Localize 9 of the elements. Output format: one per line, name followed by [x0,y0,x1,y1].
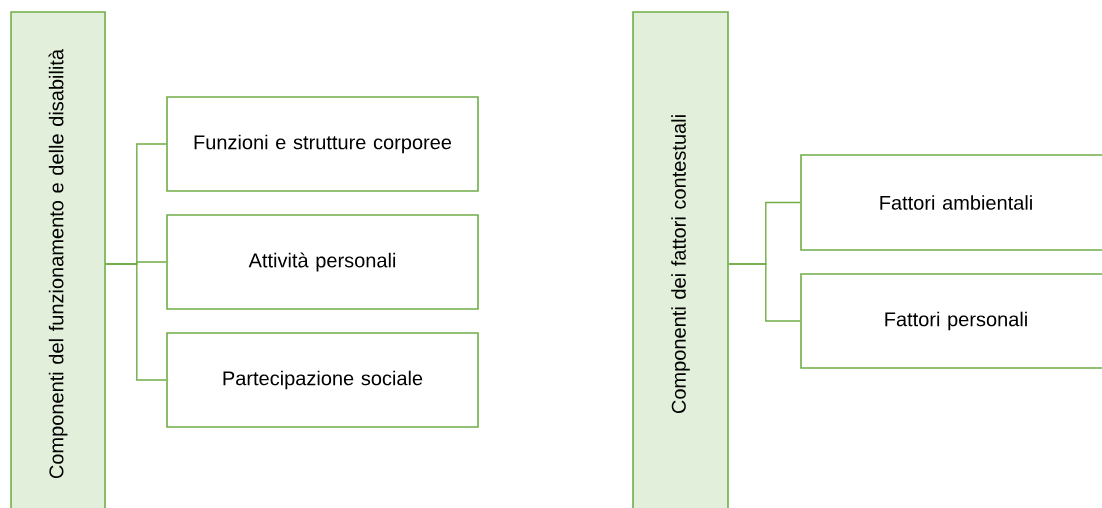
component-box: Fattori ambientali [800,154,1102,251]
component-box: Attività personali [166,214,479,310]
connector-line [105,263,167,381]
category-box: Componenti del funzionamento e delle disabilità [10,11,106,508]
connector-line [728,263,801,322]
category-box: Componenti dei fattori contestuali [632,11,729,508]
component-box: Fattori personali [800,273,1102,369]
component-box: Funzioni e strutture corporee [166,96,479,192]
component-box: Partecipazione sociale [166,332,479,428]
